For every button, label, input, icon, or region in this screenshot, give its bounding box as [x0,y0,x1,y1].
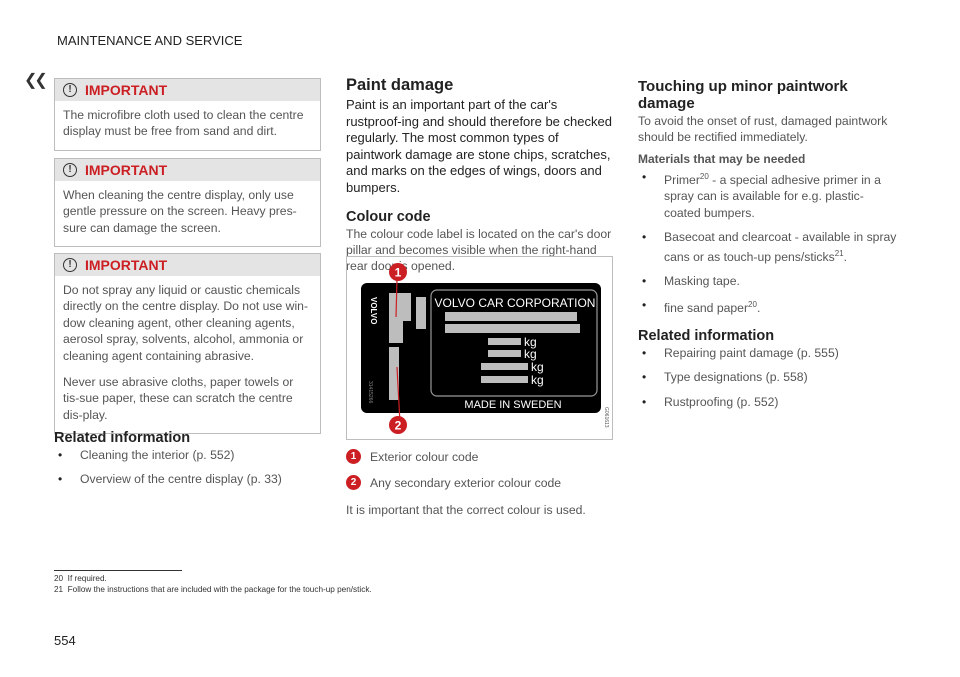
closing-text: It is important that the correct colour … [346,502,586,517]
callout-1 [389,263,407,281]
subheading: Colour code [346,208,431,225]
callout-1-label: 1 [395,266,402,280]
image-code: G061613 [603,407,609,428]
important-text: Never use abrasive cloths, paper towels … [63,375,294,422]
footnote-divider [54,570,182,571]
unit-kg: kg [531,360,544,374]
unit-kg: kg [531,373,544,387]
corp-name: VOLVO CAR CORPORATION [435,296,596,310]
related-link[interactable]: Rustproofing (p. 552) [638,394,900,411]
footnote-20: 20 If required. [54,574,107,583]
important-header: ! IMPORTANT [55,159,320,181]
related-link[interactable]: Overview of the centre display (p. 33) [54,471,319,488]
field-small-1 [403,293,411,321]
related-heading: Related information [638,327,775,344]
weight-bar-4 [481,376,528,383]
running-header: MAINTENANCE AND SERVICE [57,33,243,48]
field-small-2 [416,297,426,329]
brand-vertical: VOLVO [369,297,378,324]
made-in: MADE IN SWEDEN [464,399,561,411]
colour-field-primary [389,293,403,343]
footnote-21: 21 Follow the instructions that are incl… [54,585,372,594]
exclamation-icon: ! [63,258,77,272]
material-item: Primer20 - a special adhesive primer in … [638,169,900,221]
colour-code-label-figure: VOLVO 31415266 VOLVO CAR CORPORATION kg … [346,256,613,440]
important-header: ! IMPORTANT [55,254,320,276]
legend-text: Exterior colour code [370,450,479,464]
important-box-3: ! IMPORTANT Do not spray any liquid or c… [54,253,321,435]
touchup-intro: To avoid the onset of rust, damaged pain… [638,114,888,145]
important-header: ! IMPORTANT [55,79,320,101]
important-box-1: ! IMPORTANT The microfibre cloth used to… [54,78,321,151]
related-heading: Related information [54,430,191,446]
important-text: Do not spray any liquid or caustic chemi… [63,283,308,363]
callout-line-2 [396,366,401,424]
important-text: The microfibre cloth used to clean the c… [63,108,304,139]
section-heading: Touching up minor paintwork damage [638,78,848,112]
unit-kg: kg [524,347,537,361]
material-item: Masking tape. [638,273,900,290]
legend-item-1: 1 Exterior colour code [346,449,614,465]
important-text: When cleaning the centre display, only u… [63,188,297,235]
material-item: Basecoat and clearcoat - available in sp… [638,229,900,265]
important-box-2: ! IMPORTANT When cleaning the centre dis… [54,158,321,248]
colour-field-secondary [389,347,399,400]
callout-badge: 1 [346,449,361,464]
materials-heading: Materials that may be needed [638,151,806,166]
legend-text: Any secondary exterior colour code [370,476,562,491]
related-link[interactable]: Repairing paint damage (p. 555) [638,345,900,362]
section-heading: Paint damage [346,76,454,94]
related-link[interactable]: Type designations (p. 558) [638,369,900,386]
paint-intro: Paint is an important part of the car's … [346,97,612,195]
important-title: IMPORTANT [85,162,168,178]
weight-bar-3 [481,363,528,370]
exclamation-icon: ! [63,83,77,97]
related-link[interactable]: Cleaning the interior (p. 552) [54,447,319,464]
callout-line-1 [395,278,398,318]
material-item: fine sand paper20. [638,297,900,316]
unit-kg: kg [524,335,537,349]
part-code: 31415266 [367,381,373,403]
info-panel [430,289,598,397]
callout-2-label: 2 [395,419,402,433]
line-1 [445,312,577,321]
label-illustration: VOLVO 31415266 VOLVO CAR CORPORATION kg … [361,263,609,434]
line-2 [445,324,580,333]
page-number: 554 [54,633,76,648]
double-chevron-left-icon[interactable]: ❮❮ [24,72,48,89]
important-title: IMPORTANT [85,82,168,98]
callout-2 [389,416,407,434]
weight-bar-2 [488,350,521,357]
important-title: IMPORTANT [85,257,168,273]
legend-item-2: 2 Any secondary exterior colour code [346,475,614,491]
weight-bar-1 [488,338,521,345]
exclamation-icon: ! [63,163,77,177]
colour-code-text: The colour code label is located on the … [346,226,612,274]
callout-badge: 2 [346,475,361,491]
